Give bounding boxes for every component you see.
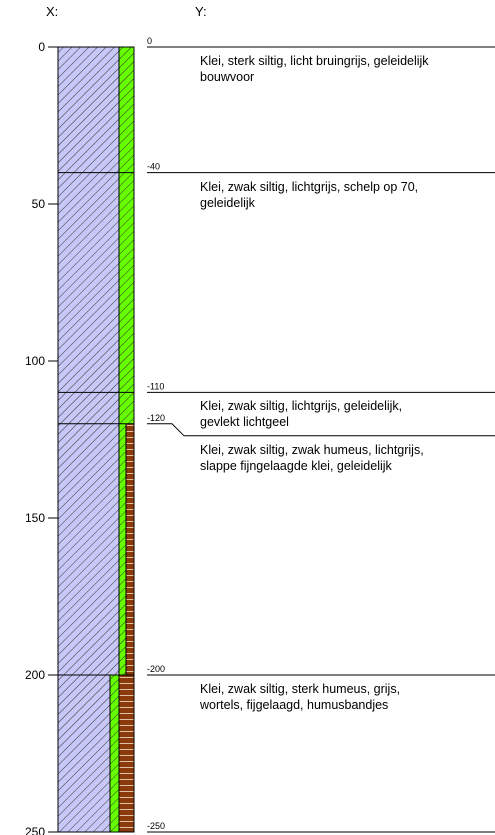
layer-2-description: Klei, zwak siltig, lichtgrijs, geleideli…: [200, 399, 403, 430]
layer-2-clay-fill: [58, 392, 119, 424]
axis-tick-label-5: 250: [25, 825, 45, 835]
layer-2-depth-label: -110: [147, 381, 164, 391]
layer-1-depth-label: -40: [147, 162, 160, 172]
x-header: X:: [46, 4, 59, 19]
layer-4-clay-fill: [58, 675, 110, 832]
layer-1-description: Klei, zwak siltig, lichtgrijs, schelp op…: [200, 179, 419, 210]
layer-3-silt-fill: [119, 423, 126, 675]
layer-0-depth-label: 0: [147, 36, 152, 46]
layer-0-description: Klei, sterk siltig, licht bruingrijs, ge…: [200, 54, 429, 84]
layer-3-description: Klei, zwak siltig, zwak humeus, lichtgri…: [200, 442, 424, 473]
layer-3-humus-fill: [126, 423, 134, 675]
layer-3-depth-label: -120: [147, 413, 165, 423]
layer-4-silt-fill: [110, 675, 119, 832]
bottom-depth-label: -250: [147, 821, 165, 831]
axis-tick-label-2: 100: [25, 354, 45, 368]
axis-tick-label-0: 0: [38, 40, 45, 54]
layer-3-leader-line: [147, 423, 495, 437]
layer-0-clay-fill: [58, 47, 119, 173]
axis-tick-label-4: 200: [25, 668, 45, 682]
layer-4-description: Klei, zwak siltig, sterk humeus, grijs, …: [200, 682, 401, 712]
axis-tick-label-3: 150: [25, 511, 45, 525]
layer-1-clay-fill: [58, 172, 119, 393]
layer-2-silt-fill: [119, 392, 134, 424]
layer-0-silt-fill: [119, 47, 134, 173]
layer-4-depth-label: -200: [147, 664, 165, 674]
layer-1-silt-fill: [119, 172, 134, 393]
layer-4-humus-fill: [119, 675, 134, 832]
y-header: Y:: [195, 4, 207, 19]
layer-3-clay-fill: [58, 423, 119, 675]
column-outline: [57, 46, 135, 833]
axis-tick-label-1: 50: [32, 197, 46, 211]
